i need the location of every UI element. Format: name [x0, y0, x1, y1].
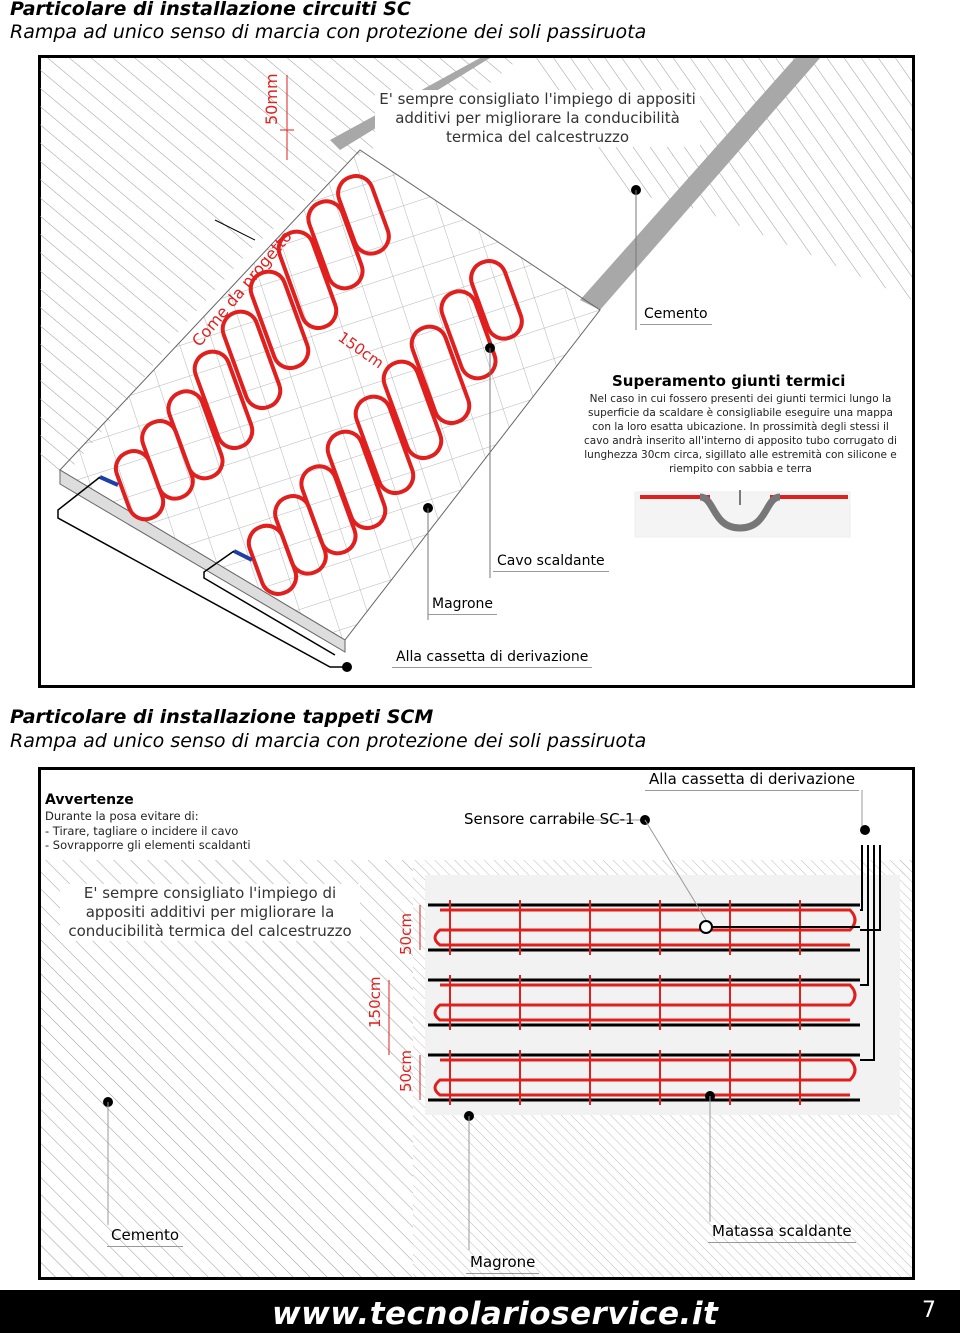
label-sensore: Sensore carrabile SC-1 — [464, 810, 635, 828]
label-magrone-2: Magrone — [466, 1253, 540, 1274]
section1-title: Particolare di installazione circuiti SC — [10, 0, 411, 20]
slab-edge — [59, 469, 346, 653]
section2-drawing — [41, 790, 912, 1277]
label-cemento: Cemento — [640, 306, 712, 325]
cold-lead-right — [233, 549, 253, 562]
label-matassa: Matassa scaldante — [708, 1222, 856, 1243]
label-cemento-2: Cemento — [107, 1226, 184, 1247]
heating-mats — [428, 900, 860, 1105]
dim-50cm-b: 50cm — [397, 1050, 415, 1092]
hatched-block-right — [425, 860, 912, 875]
page-number: 7 — [922, 1298, 936, 1323]
warn-line1: Durante la posa evitare di: — [45, 809, 199, 823]
lead-wire-1 — [57, 476, 345, 668]
joint-title: Superamento giunti termici — [612, 372, 846, 390]
joint-text: Nel caso in cui fossero presenti dei giu… — [584, 393, 897, 475]
heating-cable-left — [113, 174, 391, 522]
section1-subtitle: Rampa ad unico senso di marcia con prote… — [10, 21, 647, 43]
dim-50cm-a: 50cm — [397, 913, 415, 955]
sensor — [699, 920, 713, 934]
section1-frame — [38, 55, 915, 688]
hatched-wall — [40, 58, 520, 470]
lead-wire-2 — [203, 550, 336, 656]
heating-cable-right — [246, 259, 524, 596]
label-cassetta: Alla cassetta di derivazione — [392, 649, 593, 668]
label-cassetta-2: Alla cassetta di derivazione — [645, 770, 860, 791]
joint-detail — [634, 490, 851, 538]
section2-frame — [38, 767, 915, 1280]
label-magrone: Magrone — [428, 596, 498, 615]
section2-subtitle: Rampa ad unico senso di marcia con prote… — [10, 730, 647, 752]
warn-line3: - Sovrapporre gli elementi scaldanti — [45, 838, 251, 852]
footer-url[interactable]: www.tecnolarioservice.it — [272, 1296, 719, 1332]
dim-150cm-b: 150cm — [366, 976, 384, 1029]
note-additives-2: E' sempre consigliato l'impiego di appos… — [60, 884, 360, 941]
cold-lead-left — [99, 475, 119, 487]
note-additives: E' sempre consigliato l'impiego di appos… — [375, 90, 700, 147]
warn-title: Avvertenze — [45, 792, 134, 808]
section2-title: Particolare di installazione tappeti SCM — [10, 706, 434, 728]
label-cavo-scaldante: Cavo scaldante — [493, 553, 609, 572]
warn-line2: - Tirare, tagliare o incidere il cavo — [45, 824, 239, 838]
footer-bar — [0, 1290, 960, 1333]
